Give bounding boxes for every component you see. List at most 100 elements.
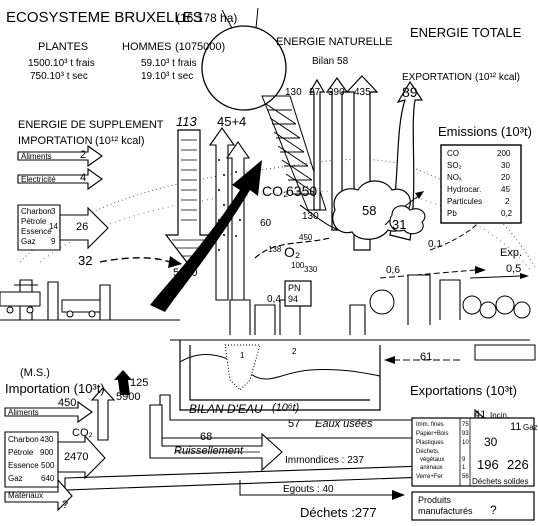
- water-2: 2: [292, 348, 296, 356]
- hommes-count: (1075000): [175, 42, 225, 53]
- hommes-frais: 59.10³ t frais: [141, 59, 197, 69]
- ms-materiaux-v: ?: [62, 500, 68, 511]
- emissions-title: Emissions (10³t): [438, 125, 532, 138]
- ms-aliments: Aliments: [8, 409, 39, 417]
- emission-value-3: 45: [501, 186, 510, 194]
- export-06: 0,6: [386, 266, 400, 276]
- plantes-frais: 1500.10³ t frais: [28, 59, 95, 69]
- exp-gaz-v: 11: [510, 422, 521, 433]
- center-330: 330: [304, 266, 317, 274]
- ms-label: (M.S.): [20, 368, 50, 379]
- sup-gaz: Gaz: [21, 238, 36, 247]
- immondices-label: Immondices : 237: [285, 456, 364, 466]
- supplement-title: ENERGIE DE SUPPLEMENT: [18, 120, 163, 131]
- exp-row-1-value: 93: [462, 431, 469, 438]
- water-basin: [180, 340, 380, 410]
- sup-petrole: Pétrole: [21, 218, 46, 227]
- exp-incin-v: 41: [474, 410, 486, 421]
- exportation-unit: (10¹² kcal): [475, 73, 520, 83]
- ground-water-wave: [180, 355, 380, 379]
- water-57: 57: [288, 419, 300, 430]
- water-125: 125: [130, 378, 148, 389]
- exp-gaz: Gaz: [523, 424, 538, 432]
- center-6350: 6350: [286, 184, 317, 198]
- ms-charbon: Charbon: [8, 436, 39, 445]
- center-pn: PN: [288, 284, 301, 293]
- exp-manufactures: manufacturés: [418, 507, 473, 516]
- emission-value-1: 30: [501, 162, 510, 170]
- center-138: 138: [268, 246, 281, 254]
- hommes-label: HOMMES: [122, 42, 172, 53]
- nat-450: 450: [299, 234, 312, 242]
- ms-essence-v: 500: [41, 462, 54, 471]
- sup-gaz-v: 9: [51, 238, 55, 247]
- exp-row-5-value: 1: [462, 465, 465, 472]
- plantes-label: PLANTES: [38, 42, 88, 53]
- water-68: 68: [200, 432, 212, 443]
- emission-name-1: SO₂: [447, 162, 462, 170]
- emission-name-2: NOₓ: [447, 174, 462, 182]
- ms-5900: 5900: [116, 392, 140, 403]
- center-04: 0,4: [267, 295, 281, 305]
- cloud-58: 58: [362, 204, 376, 217]
- eaux-usees-label: Eaux usées: [315, 419, 372, 430]
- exp-incin: Incin.: [490, 412, 509, 420]
- exp-row-4-name: végétaux: [420, 457, 444, 464]
- ruissellement-label: Ruissellement: [174, 446, 243, 457]
- area-label: (16.178 ha): [176, 12, 237, 24]
- total-energy-title: ENERGIE TOTALE: [410, 26, 521, 39]
- water-61: 61: [420, 352, 432, 363]
- exp-row-2-value: 10: [462, 440, 469, 447]
- bilan-label: Bilan 58: [312, 57, 348, 67]
- ms-sum: 2470: [64, 452, 88, 463]
- sup-electricite-v: 4: [80, 173, 86, 184]
- emission-value-2: 20: [501, 174, 510, 182]
- sup-charbon-v: 3: [51, 208, 55, 217]
- egouts-label: Egouts : 40: [283, 485, 334, 495]
- exp-row-0-value: 75: [462, 422, 469, 429]
- ms-co2: CO₂: [72, 428, 93, 439]
- sup-aliments-v: 2: [80, 150, 86, 161]
- sup-sum: 26: [76, 222, 88, 233]
- center-o2: O₂: [284, 245, 300, 259]
- exp-226: 226: [507, 458, 529, 471]
- water-1: 1: [240, 352, 244, 360]
- ms-gaz: Gaz: [8, 475, 23, 484]
- exp-196: 196: [477, 458, 499, 471]
- export-31: 31: [392, 218, 406, 231]
- sup-electricite: Electricité: [21, 176, 56, 184]
- exp-q: ?: [490, 504, 497, 516]
- plantes-sec: 750.10³ t sec: [30, 72, 88, 82]
- export-89: 89: [402, 85, 418, 99]
- center-60: 60: [260, 219, 271, 229]
- sup-aliments: Aliments: [21, 153, 52, 161]
- ms-petrole: Pétrole: [8, 449, 33, 458]
- center-94: 94: [288, 295, 298, 304]
- inflow-32-arrow: [100, 258, 170, 262]
- water-title: BILAN D'EAU: [189, 403, 263, 415]
- center-100: 100: [291, 262, 304, 270]
- natural-energy-title: ENERGIE NATURELLE: [276, 37, 393, 48]
- dechets-label: Déchets :277: [300, 506, 377, 519]
- exp-row-3-name: Déchets: [416, 449, 438, 456]
- water-unit: (10⁶t): [272, 403, 299, 414]
- exp-produits: Produits: [418, 496, 451, 505]
- emission-value-0: 200: [497, 150, 510, 158]
- sun-shape: [202, 26, 286, 110]
- exp-row-4-value: 9: [462, 457, 465, 464]
- exp-row-5-name: animaux: [420, 465, 443, 472]
- ms-aliments-v: 450: [58, 398, 76, 409]
- center-454: 45+4: [217, 115, 246, 128]
- ms-petrole-v: 900: [40, 449, 53, 458]
- exp-row-6-value: 56: [462, 474, 469, 481]
- center-113: 113: [176, 115, 197, 128]
- sup-essence: Essence: [21, 228, 52, 237]
- ms-essence: Essence: [8, 462, 39, 471]
- center-5900: 5900: [173, 268, 197, 279]
- exp-row-0-name: Imm. fines: [416, 422, 444, 429]
- hommes-sec: 19.10³ t sec: [141, 72, 193, 82]
- nat-435: 435: [354, 88, 371, 98]
- export-01: 0,1: [428, 240, 442, 250]
- ms-materiaux: Matériaux: [8, 492, 43, 500]
- nat-130b: 130: [302, 212, 319, 222]
